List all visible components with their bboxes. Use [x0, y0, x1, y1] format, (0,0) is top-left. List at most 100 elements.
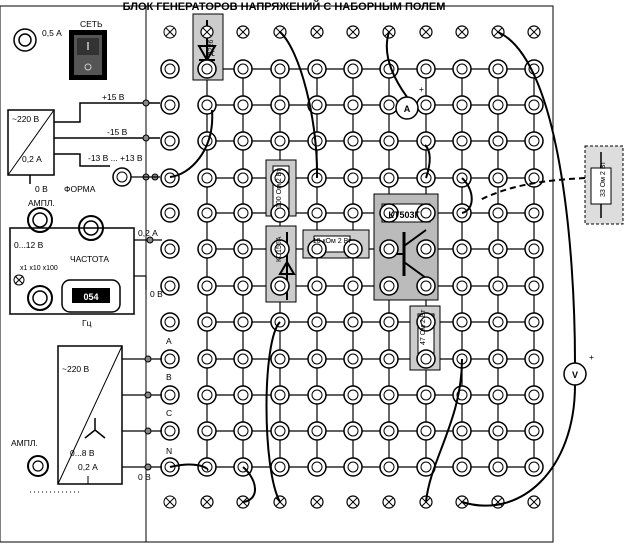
- jack-socket[interactable]: [343, 131, 363, 151]
- jack-socket[interactable]: [452, 421, 472, 441]
- jack-socket[interactable]: [343, 457, 363, 477]
- jack-socket[interactable]: [233, 421, 253, 441]
- jack-socket[interactable]: [343, 385, 363, 405]
- jack-socket[interactable]: [233, 168, 253, 188]
- jack-socket[interactable]: [197, 349, 217, 369]
- patch-wire[interactable]: [461, 177, 473, 214]
- jack-socket[interactable]: [160, 312, 180, 332]
- patch-wire[interactable]: [279, 31, 319, 179]
- tp-ampl-knob[interactable]: [27, 455, 49, 477]
- terminal-cross-icon[interactable]: [236, 25, 250, 39]
- jack-socket[interactable]: [160, 95, 180, 115]
- fuse-holder[interactable]: [13, 28, 37, 52]
- jack-socket[interactable]: [379, 421, 399, 441]
- jack-socket[interactable]: [416, 421, 436, 441]
- mains-switch[interactable]: [69, 30, 107, 80]
- jack-socket[interactable]: [379, 385, 399, 405]
- jack-socket[interactable]: [160, 349, 180, 369]
- jack-socket[interactable]: [160, 239, 180, 259]
- jack-socket[interactable]: [270, 168, 290, 188]
- jack-socket[interactable]: [343, 239, 363, 259]
- jack-socket[interactable]: [197, 203, 217, 223]
- jack-socket[interactable]: [524, 239, 544, 259]
- freq-selector-icon[interactable]: [13, 274, 25, 286]
- jack-socket[interactable]: [379, 312, 399, 332]
- jack-socket[interactable]: [270, 131, 290, 151]
- jack-socket[interactable]: [452, 457, 472, 477]
- jack-socket[interactable]: [307, 421, 327, 441]
- jack-socket[interactable]: [270, 385, 290, 405]
- jack-socket[interactable]: [307, 239, 327, 259]
- jack-socket[interactable]: [233, 312, 253, 332]
- jack-socket[interactable]: [379, 131, 399, 151]
- terminal-cross-icon[interactable]: [346, 495, 360, 509]
- jack-socket[interactable]: [197, 312, 217, 332]
- jack-socket[interactable]: [416, 95, 436, 115]
- patch-wire[interactable]: [265, 321, 281, 503]
- jack-socket[interactable]: [488, 276, 508, 296]
- patch-wire[interactable]: [497, 31, 576, 364]
- phase-jack[interactable]: [144, 427, 152, 435]
- jack-socket[interactable]: [160, 385, 180, 405]
- jack-socket[interactable]: [488, 239, 508, 259]
- jack-socket[interactable]: [488, 385, 508, 405]
- jack-socket[interactable]: [307, 312, 327, 332]
- jack-socket[interactable]: [524, 349, 544, 369]
- jack-socket[interactable]: [488, 203, 508, 223]
- terminal-cross-icon[interactable]: [310, 25, 324, 39]
- voltmeter-icon[interactable]: [563, 362, 587, 386]
- jack-socket[interactable]: [197, 276, 217, 296]
- jack-socket[interactable]: [488, 59, 508, 79]
- jack-socket[interactable]: [524, 203, 544, 223]
- jack-socket[interactable]: [197, 421, 217, 441]
- jack-socket[interactable]: [270, 276, 290, 296]
- jack-socket[interactable]: [416, 59, 436, 79]
- external-resistor-wire[interactable]: [479, 177, 586, 201]
- jack-socket[interactable]: [343, 276, 363, 296]
- jack-socket[interactable]: [160, 168, 180, 188]
- jack-socket[interactable]: [160, 59, 180, 79]
- jack-socket[interactable]: [488, 168, 508, 188]
- jack-socket[interactable]: [524, 385, 544, 405]
- jack-socket[interactable]: [416, 385, 436, 405]
- patch-wire[interactable]: [169, 463, 209, 471]
- jack-socket[interactable]: [343, 203, 363, 223]
- jack-socket[interactable]: [197, 95, 217, 115]
- jack-socket[interactable]: [488, 131, 508, 151]
- jack-socket[interactable]: [307, 457, 327, 477]
- jack-socket[interactable]: [452, 95, 472, 115]
- external-resistor-card[interactable]: [584, 145, 624, 225]
- jack-socket[interactable]: [452, 385, 472, 405]
- jack-socket[interactable]: [233, 131, 253, 151]
- jack-socket[interactable]: [379, 203, 399, 223]
- jack-socket[interactable]: [233, 276, 253, 296]
- jack-socket[interactable]: [307, 276, 327, 296]
- jack-socket[interactable]: [233, 203, 253, 223]
- jack-socket[interactable]: [197, 131, 217, 151]
- jack-socket[interactable]: [379, 168, 399, 188]
- terminal-cross-icon[interactable]: [346, 25, 360, 39]
- jack-socket[interactable]: [160, 203, 180, 223]
- terminal-cross-icon[interactable]: [200, 495, 214, 509]
- jack-socket[interactable]: [343, 421, 363, 441]
- jack-socket[interactable]: [524, 95, 544, 115]
- jack-socket[interactable]: [233, 95, 253, 115]
- terminal-cross-icon[interactable]: [200, 25, 214, 39]
- jack-socket[interactable]: [524, 276, 544, 296]
- jack-socket[interactable]: [307, 203, 327, 223]
- jack-socket[interactable]: [488, 457, 508, 477]
- jack-socket[interactable]: [270, 421, 290, 441]
- gen-out-jack[interactable]: [146, 236, 154, 244]
- jack-socket[interactable]: [307, 385, 327, 405]
- jack-socket[interactable]: [270, 239, 290, 259]
- terminal-cross-icon[interactable]: [310, 495, 324, 509]
- freq-knob[interactable]: [27, 285, 53, 311]
- jack-socket[interactable]: [488, 95, 508, 115]
- ampl-knob-1[interactable]: [27, 207, 53, 233]
- terminal-cross-icon[interactable]: [419, 25, 433, 39]
- jack-socket[interactable]: [197, 239, 217, 259]
- jack-socket[interactable]: [343, 168, 363, 188]
- patch-wire[interactable]: [169, 109, 214, 178]
- jack-socket[interactable]: [452, 59, 472, 79]
- jack-socket[interactable]: [416, 349, 436, 369]
